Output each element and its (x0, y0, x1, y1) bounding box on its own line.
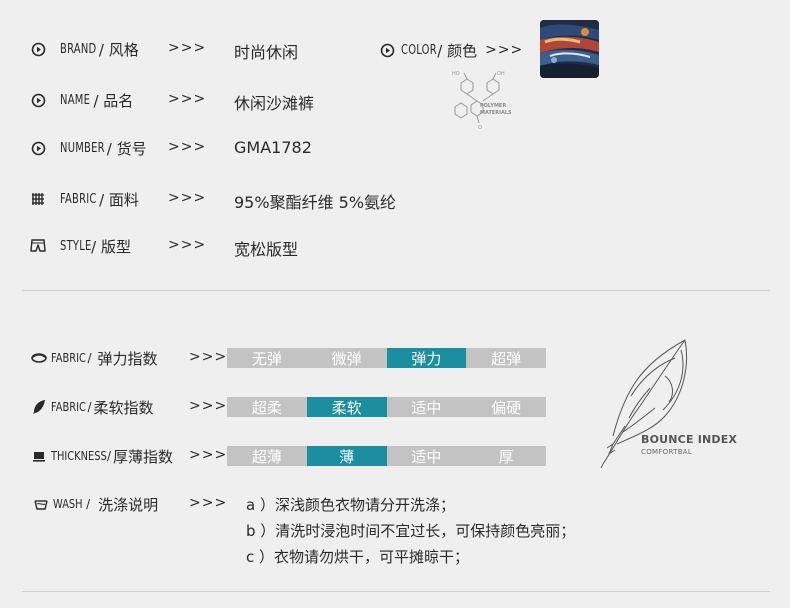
scale-option[interactable]: 超弹 (491, 349, 522, 368)
scale-option-active[interactable]: 薄 (306, 446, 387, 466)
divider-top (22, 290, 770, 291)
attribute-label-en: NUMBER (60, 140, 105, 156)
wash-instruction: b ）清洗时浸泡时间不宜过长，可保持颜色亮丽； (246, 522, 576, 540)
scale-option[interactable]: 无弹 (251, 349, 282, 368)
scale-option[interactable]: 适中 (411, 447, 442, 466)
elastic-icon (31, 350, 47, 366)
arrows: >>> (189, 398, 228, 414)
color-swatch-image[interactable] (540, 20, 599, 78)
scale-option[interactable]: 超薄 (251, 447, 282, 466)
circle-play-icon (30, 140, 46, 156)
attribute-value-style: 宽松版型 (234, 240, 299, 259)
index-row-thickness: THICKNESS / 厚薄指数 (31, 445, 173, 467)
circle-play-icon (30, 92, 46, 108)
scale-option[interactable]: 厚 (498, 447, 514, 466)
arrows: >>> (168, 91, 207, 107)
wash-label-en: WASH (53, 497, 83, 511)
attribute-value-number: GMA1782 (234, 138, 312, 157)
attribute-row-name: NAME / 品名 (30, 89, 133, 111)
wash-instruction: c ）衣物请勿烘干，可平摊晾干； (246, 548, 470, 566)
scale-option[interactable]: 超柔 (251, 398, 282, 417)
attribute-label-cn: / 面料 (99, 190, 139, 209)
elastic-scale: 无弹 微弹 弹力 超弹 (227, 348, 546, 368)
thickness-icon (31, 448, 47, 464)
color-label-cn: / 颜色 (437, 41, 478, 60)
slash: / (106, 449, 111, 463)
arrows: >>> (168, 190, 207, 206)
index-label-cn: 弹力指数 (97, 349, 158, 368)
wash-row: WASH / 洗涤说明 (33, 493, 158, 515)
thickness-scale: 超薄 薄 适中 厚 (227, 446, 546, 466)
scale-option[interactable]: 微弹 (331, 349, 362, 368)
circle-play-icon (30, 41, 46, 57)
wash-basin-icon (33, 496, 49, 512)
index-label-cn: 厚薄指数 (112, 447, 173, 466)
polymer-diagram: HO OH O POLYMER MATERIALS (447, 67, 527, 137)
scale-option[interactable]: 适中 (411, 398, 442, 417)
arrows: >>> (485, 42, 524, 58)
attribute-value-name: 休闲沙滩裤 (234, 94, 315, 113)
arrows: >>> (168, 40, 207, 56)
attribute-row-brand: BRAND / 风格 (30, 38, 139, 60)
feather-small-icon (31, 399, 47, 415)
wash-label-cn: 洗涤说明 (98, 495, 159, 514)
arrows: >>> (168, 237, 207, 253)
arrows: >>> (168, 139, 207, 155)
fabric-grid-icon (30, 191, 46, 207)
slash: / (87, 400, 92, 414)
arrows: >>> (189, 495, 228, 511)
polymer-text-2: MATERIALS (480, 110, 512, 116)
attribute-row-style: STYLE / 版型 (30, 235, 131, 257)
attribute-label-en: BRAND (60, 41, 97, 57)
svg-text:HO: HO (452, 71, 460, 77)
index-label-cn: 柔软指数 (93, 398, 154, 417)
attribute-label-cn: / 风格 (98, 40, 139, 59)
color-label-en: COLOR (401, 42, 437, 58)
bounce-index-subtitle: COMFORTBAL (641, 448, 693, 456)
divider-bottom (22, 591, 770, 592)
index-label-en: FABRIC (51, 400, 86, 414)
index-row-softness: FABRIC / 柔软指数 (31, 396, 154, 418)
attribute-label-en: NAME (60, 92, 91, 108)
index-label-en: THICKNESS (51, 449, 107, 463)
scale-option-active[interactable]: 柔软 (306, 397, 387, 417)
arrows: >>> (189, 349, 228, 365)
svg-text:OH: OH (497, 71, 505, 77)
attribute-label-cn: / 品名 (93, 91, 134, 110)
bounce-index-title: BOUNCE INDEX (641, 433, 738, 446)
wash-instruction: a ）深浅颜色衣物请分开洗涤； (246, 496, 455, 514)
attribute-row-fabric: FABRIC / 面料 (30, 188, 139, 210)
attribute-label-cn: / 货号 (106, 139, 147, 158)
arrows: >>> (189, 447, 228, 463)
attribute-value-brand: 时尚休闲 (234, 43, 299, 62)
scale-option[interactable]: 偏硬 (491, 398, 522, 417)
scale-option-active[interactable]: 弹力 (386, 348, 467, 368)
attribute-label-cn: / 版型 (91, 237, 131, 256)
shorts-icon (30, 238, 46, 254)
circle-play-icon (379, 42, 395, 58)
polymer-text-1: POLYMER (480, 103, 507, 109)
attribute-value-fabric: 95%聚酯纤维 5%氨纶 (234, 193, 397, 212)
feather-illustration (595, 336, 695, 469)
slash: / (87, 351, 92, 365)
attribute-label-en: FABRIC (60, 191, 97, 207)
index-row-elastic: FABRIC / 弹力指数 (31, 347, 158, 369)
attribute-row-number: NUMBER / 货号 (30, 137, 147, 159)
attribute-row-color: COLOR / 颜色 >>> (379, 39, 523, 61)
attribute-label-en: STYLE (60, 238, 92, 254)
softness-scale: 超柔 柔软 适中 偏硬 (227, 397, 546, 417)
index-label-en: FABRIC (51, 351, 86, 365)
slash: / (86, 497, 91, 511)
svg-text:O: O (478, 125, 482, 131)
